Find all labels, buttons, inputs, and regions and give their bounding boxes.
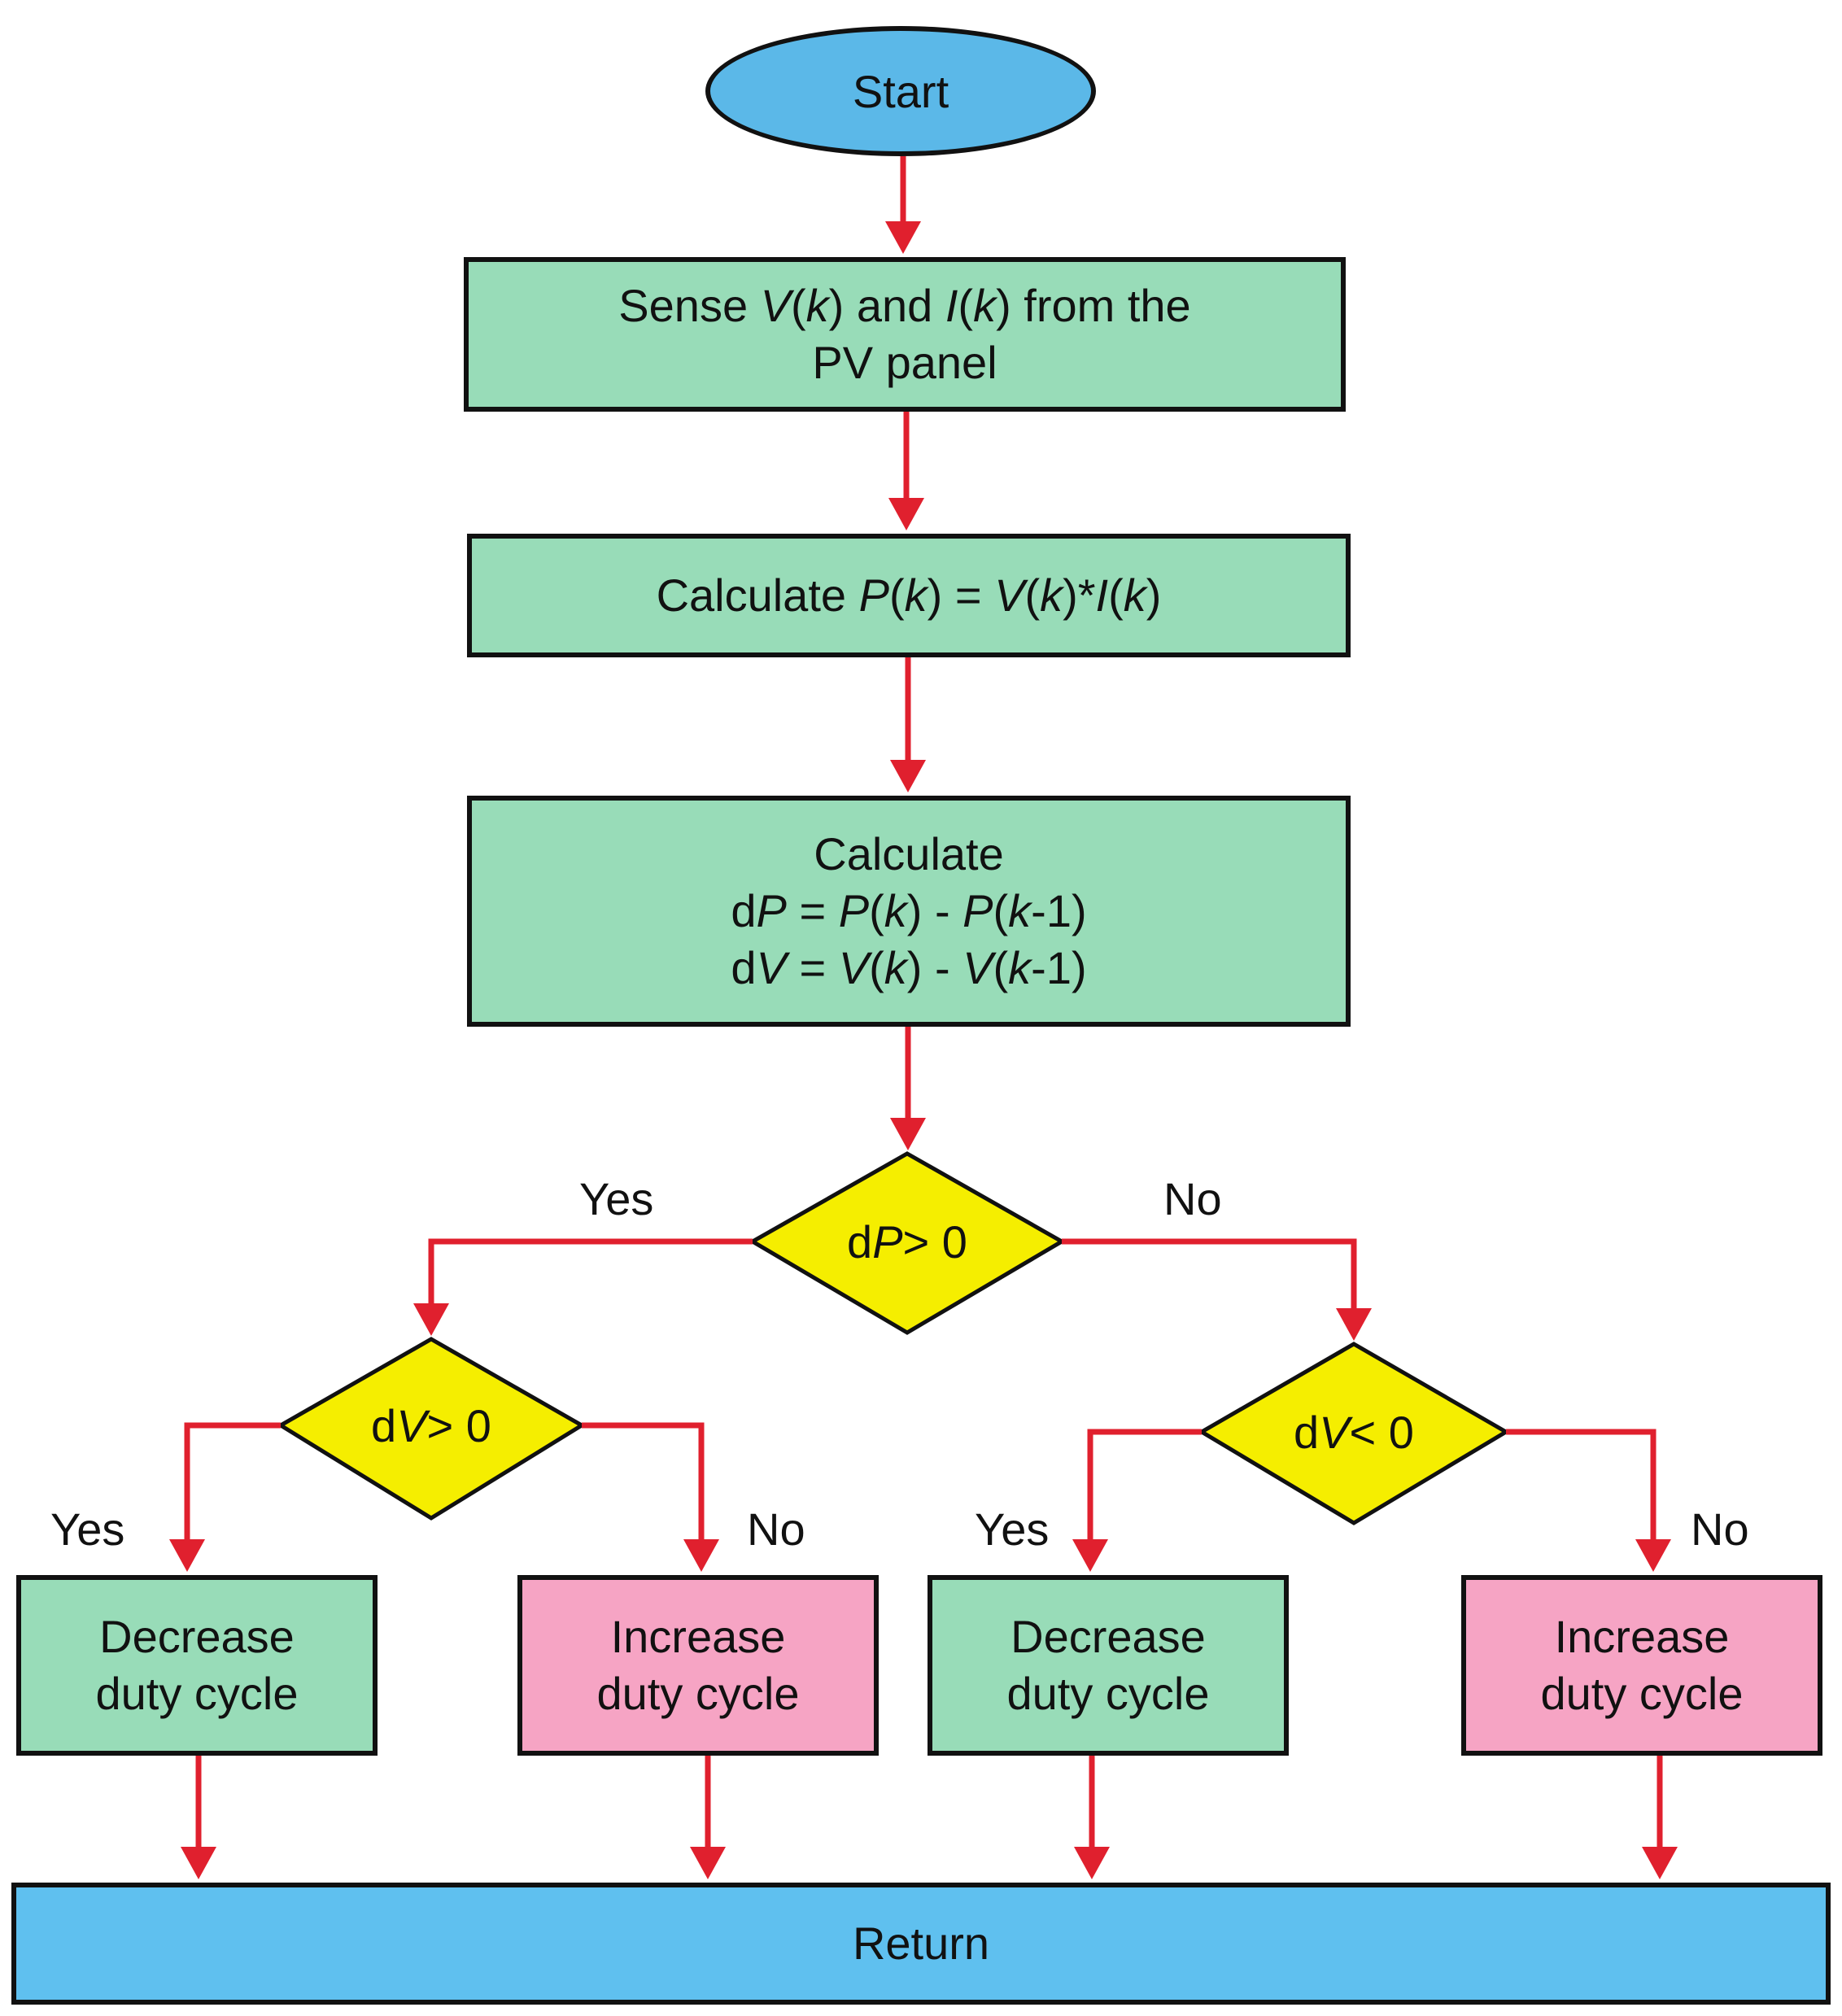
return-label: Return <box>852 1918 990 1969</box>
increase-1-line-2: duty cycle <box>596 1668 800 1719</box>
arrow-increase-2-to-return <box>1642 1756 1678 1879</box>
arrow-dp-yes-to-dv-pos <box>413 1238 753 1336</box>
arrow-sense-to-power <box>888 412 924 530</box>
sense-line-2: PV panel <box>812 337 997 388</box>
arrow-dv-pos-no-to-increase <box>582 1422 719 1572</box>
arrow-dp-no-to-dv-neg <box>1062 1238 1372 1341</box>
edge-label-dp-yes: Yes <box>579 1173 654 1224</box>
start-terminal: Start <box>705 26 1096 156</box>
connector-arrows <box>169 156 1678 1879</box>
increase-2-line-2: duty cycle <box>1540 1668 1744 1719</box>
decrease-1-line-2: duty cycle <box>95 1668 299 1719</box>
edge-label-dv-pos-no: No <box>747 1503 805 1555</box>
sense-process-box: Sense V(k) and I(k) from the PV panel <box>464 257 1346 412</box>
arrow-dv-pos-yes-to-decrease <box>169 1422 281 1572</box>
arrow-start-to-sense <box>885 156 921 254</box>
decrease-duty-cycle-box-1: Decrease duty cycle <box>16 1575 378 1756</box>
calc-diff-line-1: Calculate <box>814 828 1004 879</box>
calculate-power-box: Calculate P(k) = V(k)*I(k) <box>467 534 1351 657</box>
return-terminal: Return <box>11 1883 1831 2005</box>
decrease-2-line-2: duty cycle <box>1006 1668 1210 1719</box>
decision-dv-neg-diamond <box>1198 1342 1510 1525</box>
start-label: Start <box>852 65 949 117</box>
arrow-power-to-diff <box>890 657 926 792</box>
arrow-dv-neg-yes-to-decrease <box>1072 1429 1202 1572</box>
edge-label-dp-no: No <box>1163 1173 1222 1224</box>
arrow-dv-neg-no-to-increase <box>1506 1429 1671 1572</box>
decision-dp-diamond <box>749 1151 1066 1335</box>
increase-duty-cycle-box-2: Increase duty cycle <box>1461 1575 1822 1756</box>
arrow-increase-1-to-return <box>690 1756 726 1879</box>
increase-1-line-1: Increase <box>610 1611 786 1662</box>
calc-diff-line-3: dV = V(k) - V(k-1) <box>731 942 1087 993</box>
calculate-differences-box: Calculate dP = P(k) - P(k-1) dV = V(k) -… <box>467 796 1351 1027</box>
edge-label-dv-pos-yes: Yes <box>50 1503 125 1555</box>
arrow-diff-to-dp <box>890 1027 926 1150</box>
calc-diff-line-2: dP = P(k) - P(k-1) <box>731 885 1087 936</box>
sense-line-1: Sense V(k) and I(k) from the <box>618 280 1191 331</box>
decision-shapes <box>277 1151 1510 1525</box>
arrow-decrease-2-to-return <box>1074 1756 1110 1879</box>
edge-label-dv-neg-no: No <box>1691 1503 1749 1555</box>
arrow-decrease-1-to-return <box>181 1756 216 1879</box>
increase-duty-cycle-box-1: Increase duty cycle <box>517 1575 879 1756</box>
calculate-power-label: Calculate P(k) = V(k)*I(k) <box>656 569 1162 621</box>
increase-2-line-1: Increase <box>1554 1611 1730 1662</box>
decrease-2-line-1: Decrease <box>1010 1611 1206 1662</box>
decrease-duty-cycle-box-2: Decrease duty cycle <box>928 1575 1289 1756</box>
decision-dv-pos-diamond <box>277 1337 586 1521</box>
edge-label-dv-neg-yes: Yes <box>975 1503 1050 1555</box>
decrease-1-line-1: Decrease <box>99 1611 295 1662</box>
